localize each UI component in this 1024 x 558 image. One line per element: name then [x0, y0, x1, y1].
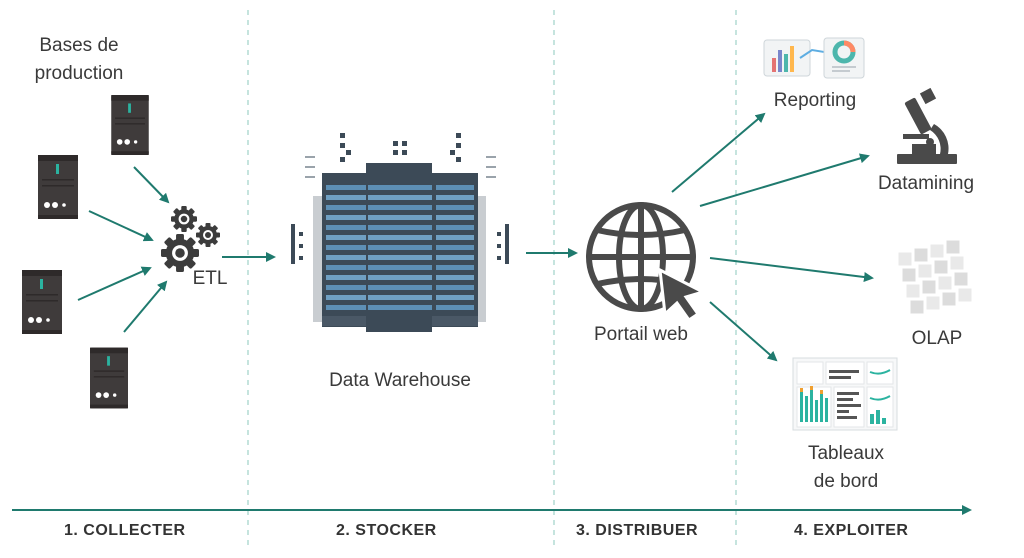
building-floor-stripe — [436, 225, 474, 230]
building-floor-stripe — [368, 255, 432, 260]
building-floor-stripe — [368, 285, 432, 290]
building-floor-stripe — [326, 275, 366, 280]
olap-cube-cell — [949, 255, 965, 271]
building-floor-stripe — [436, 195, 474, 200]
building-floor-stripe — [436, 295, 474, 300]
olap-cube-cell — [953, 271, 969, 287]
phase-store-label: 2. STOCKER — [336, 522, 437, 539]
warehouse-label: Data Warehouse — [329, 370, 471, 391]
olap-cube-cell — [909, 299, 925, 315]
building-floor-stripe — [326, 185, 366, 190]
building-floor-stripe — [436, 215, 474, 220]
building-floor-stripe — [436, 285, 474, 290]
building-floor-stripe — [368, 215, 432, 220]
reporting-icon — [763, 37, 865, 79]
sources-title-line2: production — [34, 63, 124, 84]
building-floor-stripe — [436, 265, 474, 270]
cursor-icon — [658, 267, 708, 323]
phase-exploit-label: 4. EXPLOITER — [794, 522, 909, 539]
building-floor-stripe — [368, 305, 432, 310]
building-floor-stripe — [368, 245, 432, 250]
dashboards-label: Tableaux de bord — [786, 440, 906, 496]
olap-cube-cell — [945, 239, 961, 255]
building-floor-stripe — [436, 255, 474, 260]
dashboards-label-line1: Tableaux — [807, 443, 885, 464]
olap-label: OLAP — [911, 328, 963, 349]
olap-cube-icon — [897, 239, 973, 315]
distribute-arrows — [671, 112, 874, 362]
olap-cube-cell — [905, 283, 921, 299]
datamining-label: Datamining — [877, 173, 975, 194]
phase-collect-label: 1. COLLECTER — [64, 522, 186, 539]
building-floor-stripe — [326, 255, 366, 260]
reporting-label: Reporting — [773, 90, 857, 111]
olap-cube-cell — [901, 267, 917, 283]
building-floor-stripe — [436, 235, 474, 240]
building-floor-stripe — [326, 285, 366, 290]
olap-cube-cell — [917, 263, 933, 279]
building-floor-stripe — [436, 305, 474, 310]
building-floor-stripe — [368, 225, 432, 230]
phase-distribute-label: 3. DISTRIBUER — [576, 522, 699, 539]
building-floor-stripe — [368, 205, 432, 210]
olap-cube-cell — [897, 251, 913, 267]
building-floor-stripe — [326, 215, 366, 220]
portal-label: Portail web — [594, 324, 688, 345]
server-icon — [22, 270, 62, 334]
microscope-icon — [897, 87, 957, 164]
building-floor-stripe — [368, 295, 432, 300]
building-floor-stripe — [436, 205, 474, 210]
building-floor-stripe — [368, 275, 432, 280]
olap-cube-cell — [941, 291, 957, 307]
sources-title-line1: Bases de — [39, 35, 119, 56]
server-icon — [90, 347, 128, 409]
gear-icon — [171, 206, 197, 232]
building-floor-stripe — [368, 195, 432, 200]
olap-cube-cell — [929, 243, 945, 259]
building-floor-stripe — [436, 185, 474, 190]
building-floor-stripe — [326, 265, 366, 270]
building-floor-stripe — [326, 195, 366, 200]
sources-title: Bases de production — [20, 32, 138, 88]
collect-arrows — [77, 166, 578, 333]
olap-cube-cell — [921, 279, 937, 295]
building-floor-stripe — [368, 235, 432, 240]
gear-icon — [196, 223, 220, 247]
server-icon — [111, 95, 149, 155]
olap-cube-cell — [933, 259, 949, 275]
building-floor-stripe — [326, 245, 366, 250]
building-floor-stripe — [436, 245, 474, 250]
building-floor-stripe — [326, 225, 366, 230]
data-warehouse-icon — [291, 133, 509, 332]
building-floor-stripe — [326, 295, 366, 300]
olap-cube-cell — [913, 247, 929, 263]
globe-icon — [586, 202, 696, 312]
dashboard-icon — [792, 357, 898, 431]
building-floor-stripe — [326, 205, 366, 210]
dashboards-label-line2: de bord — [813, 471, 879, 492]
building-floor-stripe — [326, 305, 366, 310]
building-floor-stripe — [368, 265, 432, 270]
etl-label: ETL — [192, 268, 228, 289]
olap-cube-cell — [925, 295, 941, 311]
server-icon — [38, 155, 78, 219]
olap-cube-cell — [957, 287, 973, 303]
building-floor-stripe — [368, 185, 432, 190]
building-floor-stripe — [326, 235, 366, 240]
olap-cube-cell — [937, 275, 953, 291]
building-floor-stripe — [436, 275, 474, 280]
